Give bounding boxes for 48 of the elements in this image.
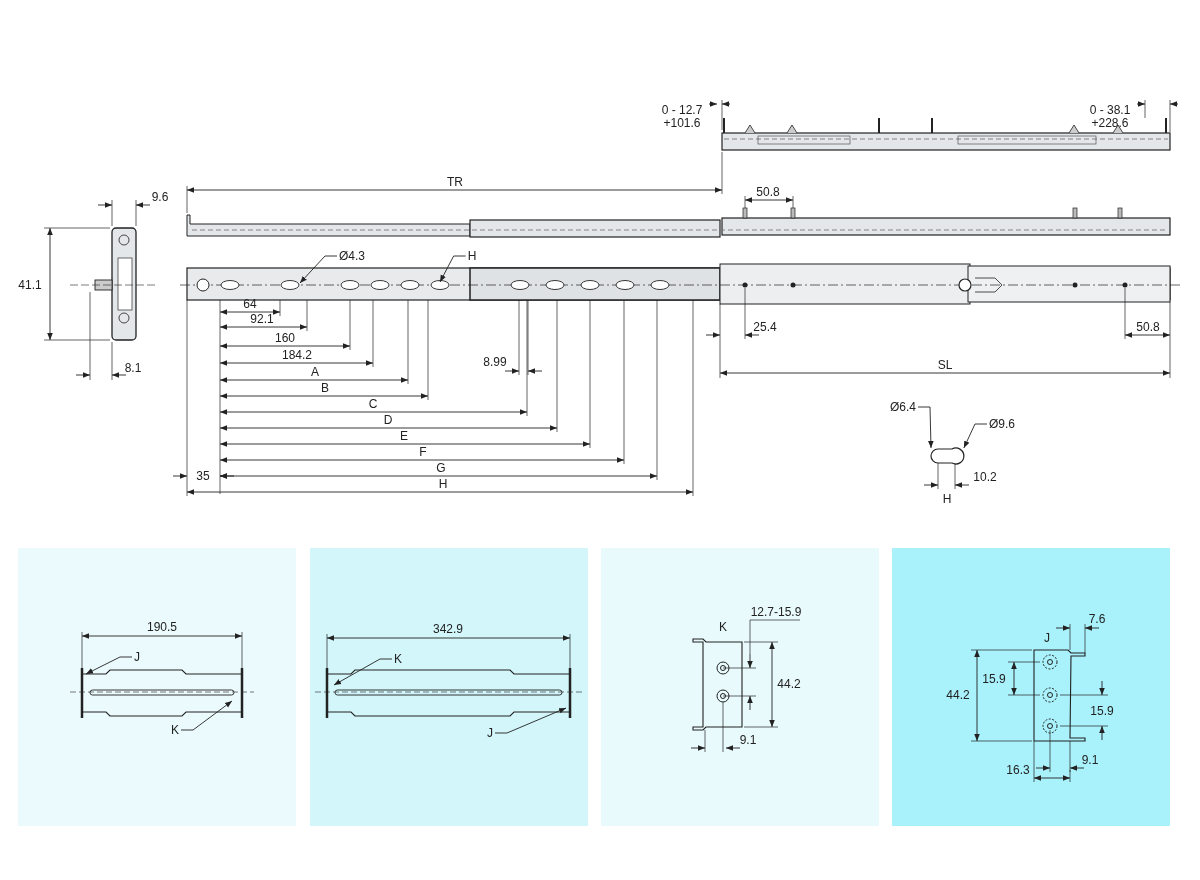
dimension-label: C	[368, 397, 378, 411]
dimension-label: 0 - 12.7 +101.6	[660, 104, 704, 130]
dimension-label: 15.9	[1090, 704, 1114, 718]
keyhole-drawing	[930, 447, 965, 465]
dimension-label: 44.2	[946, 688, 970, 702]
dimension-label: 190.5	[147, 620, 177, 634]
callout-label: Ø4.3	[339, 249, 365, 263]
dimension-label: F	[419, 445, 427, 459]
dimension-label: 8.99	[483, 355, 507, 369]
callout-label: K	[394, 652, 402, 666]
callout-label: J	[134, 650, 140, 664]
dimension-label: 9.1	[739, 733, 757, 747]
dimension-label: 50.8	[1136, 320, 1160, 334]
dimension-label: 15.9	[982, 672, 1006, 686]
dimension-label: 10.2	[973, 470, 997, 484]
dimension-label: TR	[447, 175, 463, 189]
dimension-label: H	[942, 492, 952, 506]
dimension-label: 16.3	[1006, 763, 1030, 777]
callout-label: Ø9.6	[989, 417, 1015, 431]
dimension-label: 184.2	[282, 348, 312, 362]
dimension-label: 0 - 38.1 +228.6	[1088, 104, 1132, 130]
dimension-label: 9.1	[1081, 753, 1099, 767]
callout-label: K	[171, 723, 179, 737]
dimension-label: 25.4	[753, 320, 777, 334]
dimension-label: 41.1	[18, 278, 42, 292]
dimension-label: H	[438, 477, 448, 491]
callout-label: Ø6.4	[890, 400, 916, 414]
dimension-label: D	[383, 413, 393, 427]
dimension-label: 50.8	[756, 185, 780, 199]
dimension-label: 44.2	[777, 677, 801, 691]
dimension-label: 92.1	[250, 312, 274, 326]
dimension-label: G	[436, 461, 446, 475]
callout-label: J	[487, 726, 493, 740]
dimension-label: 9.6	[151, 190, 169, 204]
dimension-label: 7.6	[1088, 612, 1106, 626]
part-label: K	[719, 620, 727, 634]
dimension-label: 160	[275, 331, 295, 345]
part-label: J	[1044, 631, 1050, 645]
dimension-label: B	[321, 381, 329, 395]
dimension-label: 64	[243, 297, 257, 311]
dimension-label: SL	[937, 358, 953, 372]
callout-label: H	[467, 249, 477, 263]
dimension-label: 12.7-15.9	[750, 605, 802, 619]
dimension-label: 342.9	[433, 622, 463, 636]
dimension-label: E	[400, 429, 408, 443]
dimension-label: 8.1	[124, 361, 142, 375]
dimension-label: 35	[196, 469, 210, 483]
dimension-label: A	[311, 365, 319, 379]
